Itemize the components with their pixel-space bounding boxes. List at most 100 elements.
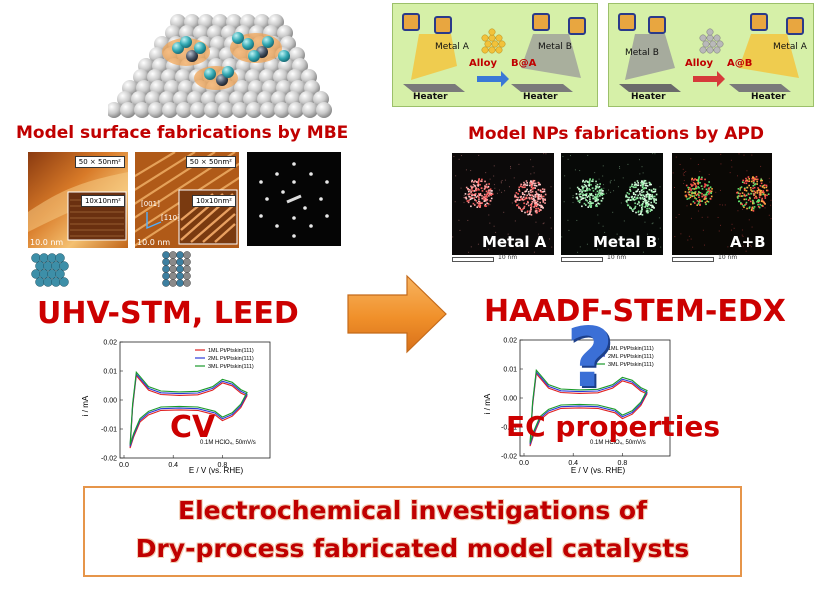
- edx-pixel: [526, 200, 529, 203]
- edx-noise: [453, 155, 455, 157]
- edx-pixel: [751, 207, 753, 210]
- edx-pixel: [533, 187, 535, 189]
- edx-pixel: [469, 198, 472, 201]
- edx-noise: [764, 207, 766, 209]
- cv-left-xlabel: E / V (vs. RHE): [189, 466, 244, 475]
- edx-pixel: [757, 188, 760, 191]
- edx-pixel: [760, 182, 763, 185]
- edx-noise: [638, 159, 640, 161]
- edx-pixel: [648, 195, 651, 197]
- edx-pixel: [754, 183, 757, 185]
- edx-pixel: [475, 189, 477, 192]
- edx-noise: [673, 186, 675, 188]
- edx-pixel: [744, 204, 746, 206]
- edx-pixel: [691, 191, 693, 193]
- lattice-sphere: [302, 102, 318, 118]
- edx-pixel: [477, 202, 480, 205]
- edx-pixel: [534, 210, 537, 212]
- edx-pixel: [635, 211, 637, 214]
- edx-pixel: [588, 180, 591, 183]
- edx-pixel: [653, 195, 656, 198]
- edx-pixel: [698, 176, 700, 178]
- edx-pixel: [628, 196, 630, 199]
- edx-pixel: [539, 195, 542, 198]
- edx-pixel: [489, 193, 491, 195]
- edx-pixel: [483, 200, 486, 202]
- edx-pixel: [529, 182, 532, 185]
- edx-noise: [686, 205, 688, 207]
- edx-noise: [458, 219, 460, 221]
- leed-spot: [319, 197, 323, 201]
- edx-noise: [524, 183, 526, 185]
- edx-pixel: [484, 198, 486, 201]
- cv-xtick-label: 0.4: [168, 462, 178, 469]
- edx-pixel: [707, 191, 710, 193]
- edx-pixel: [582, 179, 585, 182]
- edx-pixel: [756, 183, 759, 185]
- edx-pixel: [586, 187, 589, 189]
- edx-pixel: [764, 195, 766, 197]
- edx-pixel: [651, 195, 654, 198]
- edx-pixel: [477, 188, 479, 190]
- edx-pixel: [525, 197, 528, 200]
- edx-pixel: [582, 193, 584, 195]
- edx-pixel: [705, 203, 707, 206]
- edx-pixel: [756, 178, 759, 181]
- edx-pixel: [474, 193, 477, 195]
- edx-noise: [688, 235, 690, 237]
- edx-noise: [486, 183, 488, 185]
- edx-pixel: [646, 212, 649, 214]
- edx-pixel: [471, 193, 473, 195]
- lattice-sphere: [260, 102, 276, 118]
- edx-pixel: [697, 179, 700, 182]
- edx-pixel: [703, 194, 706, 197]
- adatom-sphere: [232, 32, 244, 44]
- edx-pixel: [701, 193, 703, 195]
- edx-pixel: [590, 201, 592, 203]
- edx-noise: [720, 163, 722, 165]
- edx-pixel: [645, 182, 648, 185]
- edx-pixel: [650, 195, 653, 198]
- edx-pixel: [642, 190, 645, 193]
- edx-pixel: [542, 200, 545, 202]
- edx-pixel: [760, 192, 762, 194]
- edx-pixel: [701, 200, 703, 202]
- edx-pixel: [515, 192, 518, 194]
- edx-pixel: [538, 198, 540, 200]
- edx-pixel: [599, 190, 602, 192]
- cv-ytick-label: 0.00: [103, 398, 117, 405]
- edx-noise: [458, 158, 460, 160]
- edx-pixel: [530, 206, 532, 209]
- edx-pixel: [491, 193, 494, 195]
- edx-noise: [770, 204, 772, 206]
- edx-noise: [609, 182, 611, 184]
- edx-pixel: [521, 197, 524, 200]
- edx-noise: [652, 222, 654, 224]
- surface-lattice-illustration: [108, 14, 332, 118]
- edx-pixel: [584, 181, 586, 183]
- edx-pixel: [737, 200, 740, 203]
- edx-noise: [641, 189, 643, 191]
- edx-noise: [741, 234, 743, 236]
- edx-noise: [574, 169, 576, 171]
- edx-noise: [459, 229, 461, 231]
- edx-pixel: [479, 201, 481, 203]
- edx-pixel: [708, 181, 710, 183]
- edx-pixel: [644, 201, 647, 203]
- cv-ytick-label: -0.01: [501, 425, 517, 432]
- edx-pixel: [602, 193, 605, 195]
- edx-pixel: [758, 199, 761, 202]
- leed-spot: [292, 216, 296, 220]
- edx-noise: [507, 233, 509, 235]
- edx-pixel: [745, 201, 748, 204]
- edx-pixel: [471, 188, 473, 190]
- leed-pattern-image: [247, 152, 341, 246]
- edx-noise: [759, 195, 761, 197]
- edx-pixel: [488, 183, 490, 185]
- edx-pixel: [649, 208, 652, 211]
- edx-noise: [658, 217, 660, 219]
- edx-pixel: [646, 185, 649, 187]
- edx-pixel: [709, 190, 711, 192]
- edx-pixel: [596, 194, 599, 196]
- edx-pixel: [687, 186, 689, 189]
